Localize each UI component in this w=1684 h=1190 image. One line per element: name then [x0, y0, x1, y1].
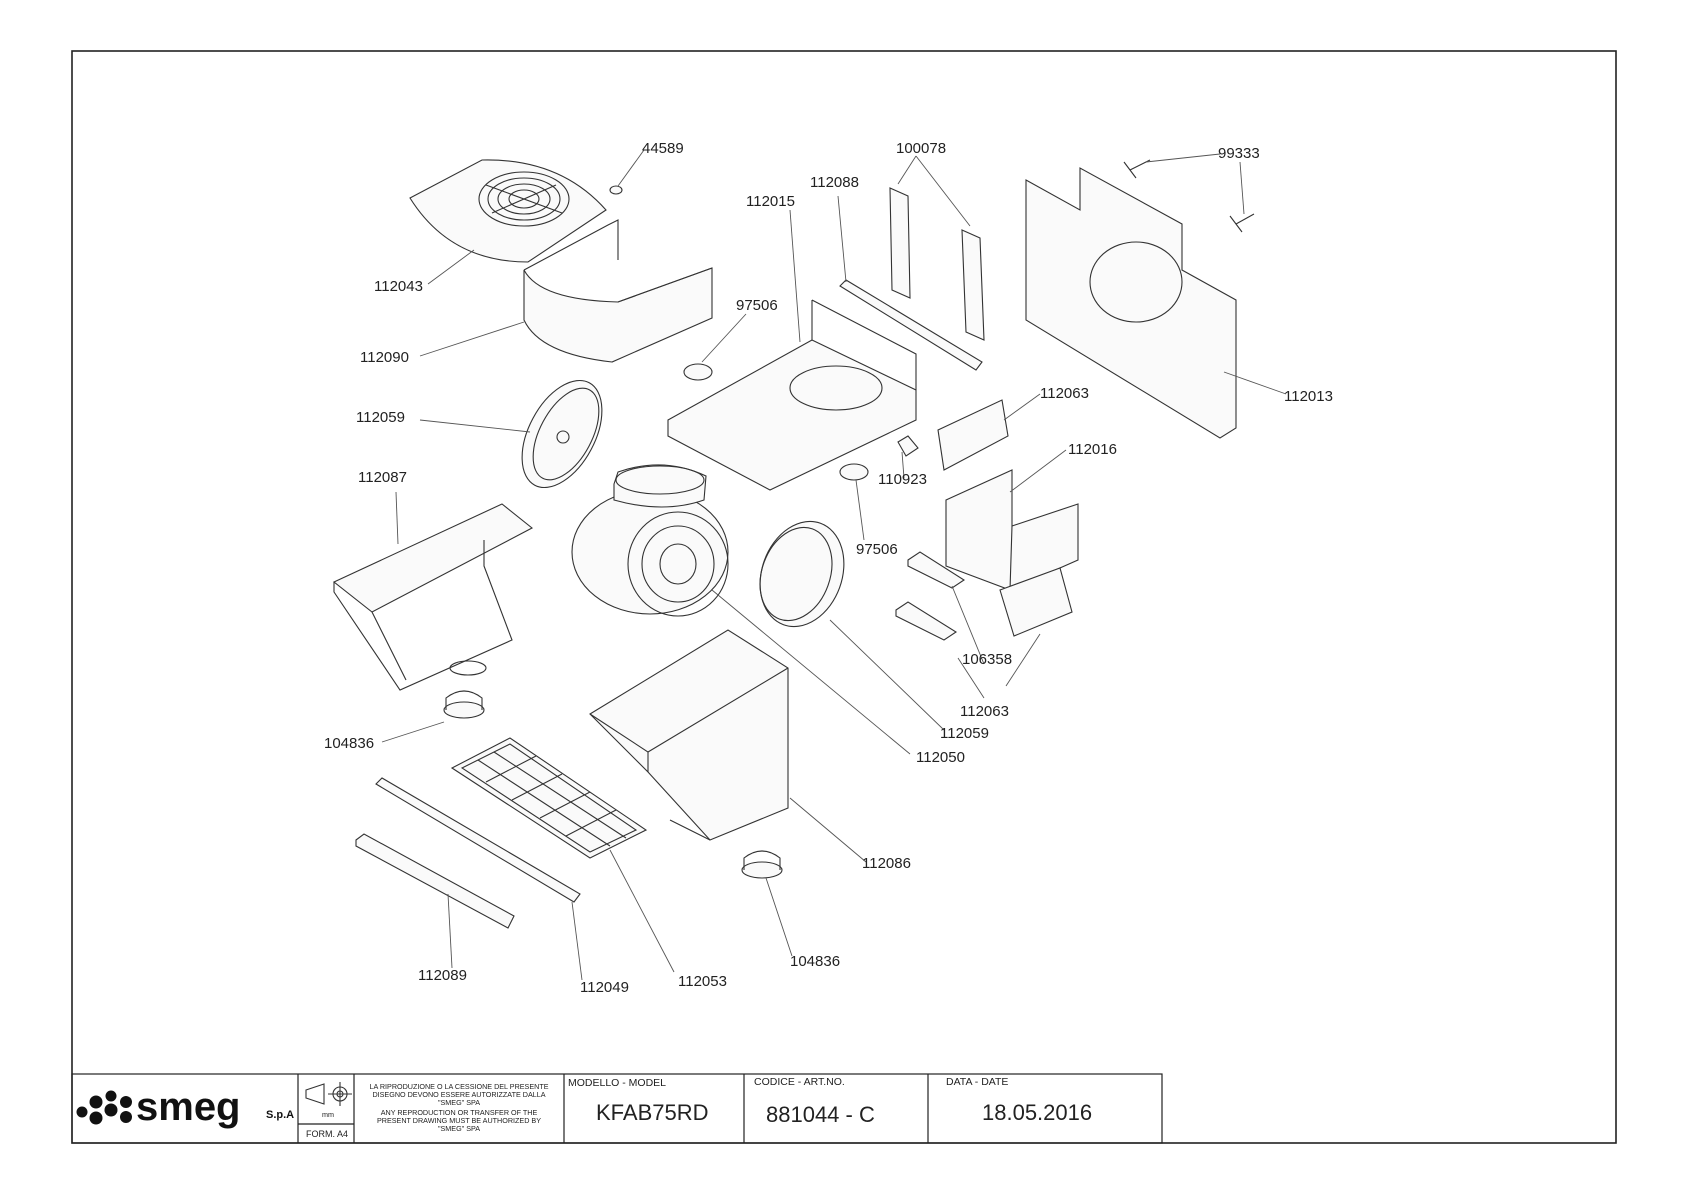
svg-text:DISEGNO DEVONO ESSERE AUTORIZZ: DISEGNO DEVONO ESSERE AUTORIZZATE DALLA [372, 1090, 545, 1099]
code-value: 881044 - C [766, 1102, 875, 1127]
callout-99333: 99333 [1218, 145, 1260, 162]
part-grease-filter [450, 737, 648, 859]
part-trim-strip [375, 777, 581, 903]
callout-104836-left: 104836 [324, 735, 374, 752]
part-screws [1123, 159, 1255, 233]
callout-112088: 112088 [810, 174, 859, 191]
parts-artwork [332, 159, 1255, 929]
callout-112059-filter: 112059 [940, 725, 989, 742]
model-label: MODELLO - MODEL [568, 1077, 666, 1089]
part-bracket-2 [961, 229, 985, 341]
svg-text:LA RIPRODUZIONE O LA CESSIONE: LA RIPRODUZIONE O LA CESSIONE DEL PRESEN… [369, 1082, 548, 1091]
svg-text:PRESENT DRAWING MUST BE AUTHOR: PRESENT DRAWING MUST BE AUTHORIZED BY [377, 1116, 541, 1125]
callout-112016: 112016 [1068, 441, 1117, 458]
copyright-notice: LA RIPRODUZIONE O LA CESSIONE DEL PRESEN… [369, 1082, 548, 1133]
part-switch [897, 435, 919, 457]
part-rail [839, 279, 983, 371]
code-label: CODICE - ART.NO. [754, 1076, 845, 1088]
svg-text:ANY REPRODUCTION OR TRANSFER O: ANY REPRODUCTION OR TRANSFER OF THE [381, 1108, 538, 1117]
date-value: 18.05.2016 [982, 1100, 1092, 1125]
part-back-panel [1025, 167, 1237, 439]
part-carbon-filter [759, 520, 845, 628]
callout-112059-front: 112059 [356, 409, 405, 426]
part-lower-channel [355, 833, 515, 929]
callout-97506-bottom: 97506 [856, 541, 898, 558]
part-top-cover [409, 159, 607, 263]
part-filter-disk-front [521, 379, 603, 489]
callout-112043: 112043 [374, 278, 423, 295]
part-hood-body [589, 629, 789, 841]
callout-100078: 100078 [896, 140, 946, 157]
part-module-1 [907, 551, 966, 589]
callout-112053: 112053 [678, 973, 727, 990]
projection-symbol: mm [305, 1082, 352, 1119]
part-gasket-2 [839, 463, 869, 481]
part-cap-left [443, 690, 485, 719]
callout-104836-right: 104836 [790, 953, 840, 970]
callout-97506-top: 97506 [736, 297, 778, 314]
date-label: DATA - DATE [946, 1076, 1008, 1088]
svg-text:"SMEG" SPA: "SMEG" SPA [438, 1124, 480, 1133]
callout-112049: 112049 [580, 979, 629, 996]
svg-text:S.p.A: S.p.A [266, 1109, 294, 1121]
part-electronics-box-upper [937, 399, 1009, 471]
part-bracket-1 [889, 187, 911, 299]
part-control-box [999, 567, 1073, 637]
callout-112013: 112013 [1284, 388, 1333, 405]
smeg-logo: smeg S.p.A [76, 1085, 294, 1129]
part-grommet [609, 185, 623, 195]
part-gasket-1 [683, 363, 713, 381]
model-value: KFAB75RD [596, 1100, 709, 1125]
part-mounting-plate [667, 299, 917, 491]
title-block: smeg S.p.A mm FORM. A4 LA RIPRODUZIONE O… [71, 1073, 1163, 1144]
format-label: FORM. A4 [306, 1129, 348, 1139]
callout-112063-lower: 112063 [960, 703, 1009, 720]
svg-text:"SMEG" SPA: "SMEG" SPA [438, 1098, 480, 1107]
callout-44589: 44589 [642, 140, 684, 157]
svg-text:smeg: smeg [136, 1085, 241, 1129]
callout-112015: 112015 [746, 193, 795, 210]
drawing-frame [71, 50, 1617, 1144]
callout-106358: 106358 [962, 651, 1012, 668]
part-side-cover [523, 219, 713, 363]
part-blower-housing [571, 464, 729, 617]
svg-text:mm: mm [322, 1110, 334, 1119]
part-module-2 [895, 601, 958, 641]
callout-labels: 44589 112043 112090 112059 112087 104836… [324, 140, 1333, 996]
part-cap-right [741, 850, 783, 879]
callout-112063-upper: 112063 [1040, 385, 1089, 402]
part-lower-box [945, 469, 1079, 591]
callout-110923: 110923 [878, 471, 927, 488]
part-left-duct [332, 503, 534, 691]
callout-112087: 112087 [358, 469, 407, 486]
callout-112089: 112089 [418, 967, 467, 984]
callout-112086: 112086 [862, 855, 911, 872]
callout-112090: 112090 [360, 349, 409, 366]
callout-112050: 112050 [916, 749, 965, 766]
leader-lines [381, 149, 1287, 981]
